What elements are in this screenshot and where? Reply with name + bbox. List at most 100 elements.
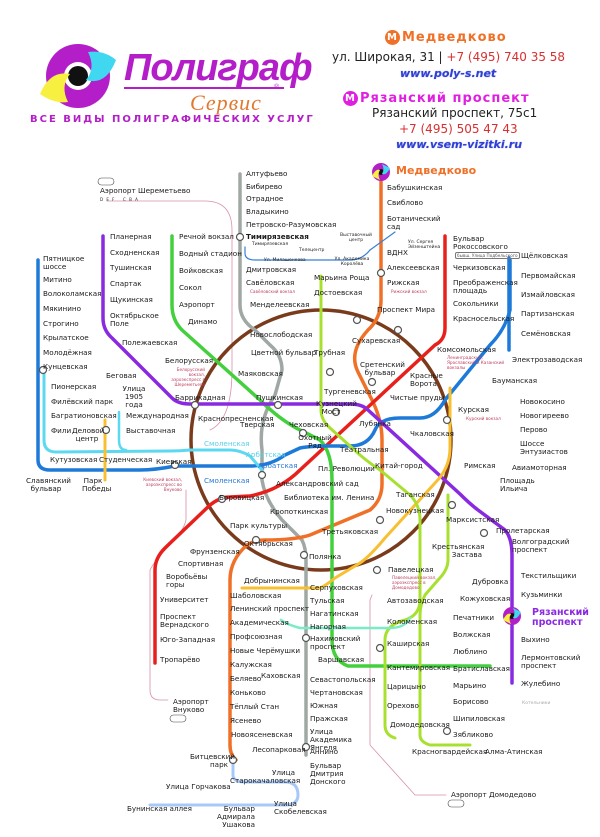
station-park-pobedy[interactable]: Парк Победы bbox=[82, 476, 112, 493]
station-pyatnitskoe[interactable]: Пятницкое шоссе bbox=[43, 254, 85, 271]
station-kotelniki[interactable]: Котельники bbox=[522, 701, 551, 706]
station-shchyolkovskaya[interactable]: Щёлковская bbox=[521, 251, 568, 260]
station-timiryazevskaya[interactable]: Тимирязевская bbox=[246, 232, 309, 241]
station-borisovo[interactable]: Борисово bbox=[453, 697, 489, 706]
station-tretyakovskaya[interactable]: Третьяковская bbox=[322, 527, 379, 536]
station-novokosino[interactable]: Новокосино bbox=[520, 397, 565, 406]
station-izmaylovskaya[interactable]: Измайловская bbox=[521, 290, 575, 299]
station-taganskaya[interactable]: Таганская bbox=[396, 490, 435, 499]
station-sokolniki[interactable]: Сокольники bbox=[453, 299, 499, 308]
station-universitet[interactable]: Университет bbox=[160, 595, 209, 604]
station-aleksandrovsky[interactable]: Александровский сад bbox=[276, 479, 359, 488]
office1-url[interactable]: www.poly-s.net bbox=[400, 67, 497, 80]
station-savyolovskaya[interactable]: Савёловская bbox=[246, 278, 295, 287]
station-volgogradsky[interactable]: Волгоградский проспект bbox=[512, 537, 570, 554]
station-sportivnaya[interactable]: Спортивная bbox=[178, 559, 224, 568]
station-proletarskaya[interactable]: Пролетарская bbox=[496, 526, 550, 535]
station-lyublino[interactable]: Люблино bbox=[453, 647, 488, 656]
station-baumanskaya[interactable]: Бауманская bbox=[492, 376, 538, 385]
station-konkovo[interactable]: Коньково bbox=[230, 688, 266, 697]
station-akademika-yangelya[interactable]: Улица Академика Янгеля bbox=[310, 727, 352, 752]
station-cherkizovskaya[interactable]: Черкизовская bbox=[453, 263, 506, 272]
station-vystavochny-tsentr[interactable]: Выставочный центр bbox=[340, 233, 372, 243]
station-myakinino[interactable]: Мякинино bbox=[43, 304, 82, 313]
station-yugo-zapadnaya[interactable]: Юго-Западная bbox=[160, 635, 216, 644]
station-lermontovsky[interactable]: Лермонтовский проспект bbox=[521, 653, 581, 670]
station-shosse[interactable]: Шоссе Энтузиастов bbox=[520, 439, 568, 456]
station-teatralnaya[interactable]: Театральная bbox=[340, 445, 389, 454]
station-rechnoy-vokzal[interactable]: Речной вокзал bbox=[179, 232, 234, 241]
station-serpukhovskaya[interactable]: Серпуховская bbox=[310, 583, 363, 592]
station-borovitskaya[interactable]: Боровицкая bbox=[219, 493, 265, 502]
station-sevastopolskaya[interactable]: Севастопольская bbox=[310, 675, 376, 684]
station-shchukinskaya[interactable]: Щукинская bbox=[110, 295, 153, 304]
station-rimskaya[interactable]: Римская bbox=[464, 461, 496, 470]
airport-vnukovo[interactable]: Аэропорт Внуково bbox=[173, 697, 209, 714]
station-orekhovo[interactable]: Орехово bbox=[387, 701, 419, 710]
station-skhodnenskaya[interactable]: Сходненская bbox=[110, 248, 160, 257]
station-ploshchad-ilyicha[interactable]: Площадь Ильича bbox=[500, 476, 535, 493]
station-kuzminki[interactable]: Кузьминки bbox=[521, 590, 563, 599]
station-kuntsevskaya[interactable]: Кунцевская bbox=[43, 362, 88, 371]
station-vodny-stadion[interactable]: Водный стадион bbox=[179, 249, 242, 258]
station-pechatniki[interactable]: Печатники bbox=[453, 613, 495, 622]
office2-url[interactable]: www.vsem-vizitki.ru bbox=[396, 138, 523, 151]
station-dmitrovskaya[interactable]: Дмитровская bbox=[246, 265, 297, 274]
station-bratislavskaya[interactable]: Братиславская bbox=[453, 664, 510, 673]
station-arbatskaya-3[interactable]: Арбатская bbox=[258, 461, 298, 470]
station-oktyabrskaya[interactable]: Октябрьская bbox=[244, 539, 293, 548]
station-milashenkova[interactable]: Ул. Милашенкова bbox=[264, 258, 306, 263]
station-tsaritsyno[interactable]: Царицыно bbox=[387, 682, 426, 691]
station-krylatskoe[interactable]: Крылатское bbox=[43, 333, 89, 342]
station-dinamo[interactable]: Динамо bbox=[188, 317, 218, 326]
station-sretensky[interactable]: Сретенский бульвар bbox=[360, 360, 405, 377]
station-pervomayskaya[interactable]: Первомайская bbox=[521, 271, 576, 280]
station-otradnoe[interactable]: Отрадное bbox=[246, 194, 284, 203]
station-yasenevo[interactable]: Ясенево bbox=[230, 716, 262, 725]
station-shipilovskaya[interactable]: Шипиловская bbox=[453, 714, 505, 723]
station-lubyanka[interactable]: Лубянка bbox=[359, 419, 391, 428]
station-krasnoselskaya[interactable]: Красносельская bbox=[453, 314, 515, 323]
station-leninsky[interactable]: Ленинский проспект bbox=[230, 604, 310, 613]
station-tushinskaya[interactable]: Тушинская bbox=[110, 263, 152, 272]
station-kakhovskaya[interactable]: Каховская bbox=[261, 671, 301, 680]
station-shabolovskaya[interactable]: Шаболовская bbox=[230, 591, 282, 600]
station-maryino[interactable]: Марьино bbox=[453, 681, 487, 690]
station-kuznetsky-most[interactable]: Кузнецкий Мост bbox=[316, 399, 357, 416]
station-bulvar-dmitriya[interactable]: Бульвар Дмитрия Донского bbox=[310, 761, 346, 786]
station-arbatskaya-4[interactable]: Арбатская bbox=[246, 450, 286, 459]
station-polyanka[interactable]: Полянка bbox=[309, 552, 342, 561]
station-tekstilshchiki[interactable]: Текстильщики bbox=[521, 571, 577, 580]
station-aviamotornaya[interactable]: Авиамоторная bbox=[512, 463, 567, 472]
station-sergeya-eyzenshteyna[interactable]: Ул. Сергея Эйзенштейна bbox=[408, 240, 441, 250]
station-kurskaya[interactable]: Курская bbox=[458, 405, 489, 414]
station-kozhukhovskaya[interactable]: Кожуховская bbox=[460, 594, 511, 603]
station-filyovsky-park[interactable]: Филёвский парк bbox=[51, 397, 114, 406]
station-krasnogvardeyskaya[interactable]: Красногвардейская bbox=[412, 747, 488, 756]
station-planernaya[interactable]: Планерная bbox=[110, 232, 152, 241]
station-vykhino[interactable]: Выхино bbox=[521, 635, 550, 644]
station-krestyanskaya[interactable]: Крестьянская Застава bbox=[432, 542, 485, 559]
station-tulskaya[interactable]: Тульская bbox=[310, 596, 345, 605]
station-barrikadnaya[interactable]: Баррикадная bbox=[175, 393, 226, 402]
station-krasnopresnenskaya[interactable]: Краснопресненская bbox=[198, 414, 274, 423]
station-sukharevskaya[interactable]: Сухаревская bbox=[352, 336, 401, 345]
station-petrovsko[interactable]: Петровско-Разумовская bbox=[246, 220, 337, 229]
station-studencheskaya[interactable]: Студенческая bbox=[99, 455, 153, 464]
station-yuzhnaya[interactable]: Южная bbox=[310, 701, 338, 710]
office1-phone[interactable]: +7 (495) 740 35 58 bbox=[446, 50, 566, 64]
station-lesoparkovaya[interactable]: Лесопарковая bbox=[252, 745, 306, 754]
station-sokol[interactable]: Сокол bbox=[179, 283, 202, 292]
map-medvedkovo-label[interactable]: Медведково bbox=[396, 164, 477, 177]
station-turgenevskaya[interactable]: Тургеневская bbox=[324, 387, 376, 396]
station-admirala-ushakova[interactable]: Бульвар Адмирала Ушакова bbox=[217, 804, 255, 829]
airport-domodedovo[interactable]: Аэропорт Домодедово bbox=[451, 790, 537, 799]
station-gorchakova[interactable]: Улица Горчакова bbox=[166, 782, 231, 791]
map-ryazansky-label[interactable]: Рязанский проспект bbox=[532, 607, 589, 628]
station-chekhovskaya[interactable]: Чеховская bbox=[289, 420, 329, 429]
station-elektrozavodskaya[interactable]: Электрозаводская bbox=[512, 355, 583, 364]
station-tyoply-stan[interactable]: Тёплый Стан bbox=[230, 702, 280, 711]
station-smolenskaya-4[interactable]: Смоленская bbox=[204, 439, 250, 448]
station-zyablikovo[interactable]: Зябликово bbox=[453, 730, 494, 739]
station-frunzenskaya[interactable]: Фрунзенская bbox=[190, 547, 240, 556]
